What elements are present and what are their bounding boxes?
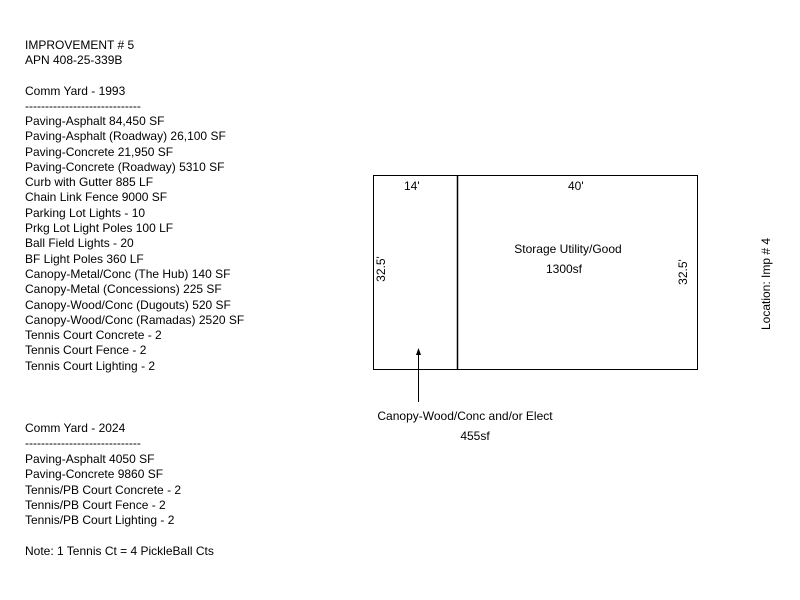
yard-1993-item: Tennis Court Lighting - 2 [25, 358, 156, 373]
left-width-label: 14' [404, 179, 420, 193]
yard-1993-item: Canopy-Metal/Conc (The Hub) 140 SF [25, 266, 231, 281]
canopy-name-label: Canopy-Wood/Conc and/or Elect [377, 409, 553, 423]
yard-1993-item: Chain Link Fence 9000 SF [25, 190, 168, 205]
building-outline [373, 175, 698, 370]
yard-2024-item: Tennis/PB Court Lighting - 2 [25, 513, 175, 528]
yard-1993-item: Prkg Lot Light Poles 100 LF [25, 221, 174, 236]
canopy-size-label: 455sf [460, 429, 490, 443]
location-label: Location: Imp # 4 [759, 237, 773, 331]
yard-2024-item: Tennis/PB Court Fence - 2 [25, 497, 166, 512]
yard-2024-item: Tennis/PB Court Concrete - 2 [25, 482, 182, 497]
yard-1993-item: Tennis Court Concrete - 2 [25, 328, 162, 343]
right-width-label: 40' [568, 179, 584, 193]
right-depth-label: 32.5' [676, 259, 690, 285]
yard-2024-item: Paving-Concrete 9860 SF [25, 467, 164, 482]
yard-1993-title: Comm Yard - 1993 [25, 84, 126, 98]
yard-1993-item: Ball Field Lights - 20 [25, 236, 134, 251]
yard-1993-item: BF Light Poles 360 LF [25, 251, 144, 266]
yard-1993-item: Canopy-Metal (Concessions) 225 SF [25, 282, 222, 297]
left-depth-label: 32.5' [374, 256, 388, 282]
yard-1993-item: Tennis Court Fence - 2 [25, 343, 147, 358]
area-size-label: 1300sf [545, 262, 583, 276]
area-name-label: Storage Utility/Good [514, 242, 622, 256]
yard-1993-item: Parking Lot Lights - 10 [25, 205, 146, 220]
apn-number: APN 408-25-339B [25, 53, 123, 67]
yard-1993-item: Canopy-Wood/Conc (Ramadas) 2520 SF [25, 312, 245, 327]
yard-2024-item: Paving-Asphalt 4050 SF [25, 452, 155, 466]
canopy-pointer-arrowhead [416, 348, 421, 355]
yard-2024-rule: ----------------------------- [25, 436, 141, 450]
yard-1993-rule: ----------------------------- [25, 99, 141, 113]
yard-1993-item: Canopy-Wood/Conc (Dugouts) 520 SF [25, 297, 231, 312]
yard-1993-item: Paving-Asphalt 84,450 SF [25, 114, 165, 128]
yard-1993-item: Paving-Asphalt (Roadway) 26,100 SF [25, 129, 226, 144]
yard-1993-item: Paving-Concrete (Roadway) 5310 SF [25, 159, 225, 174]
yard-1993-item: Curb with Gutter 885 LF [25, 175, 154, 190]
yard-1993-item: Paving-Concrete 21,950 SF [25, 144, 174, 159]
yard-2024-title: Comm Yard - 2024 [25, 421, 126, 435]
improvement-title: IMPROVEMENT # 5 [25, 38, 135, 52]
note-text: Note: 1 Tennis Ct = 4 PickleBall Cts [25, 544, 214, 558]
